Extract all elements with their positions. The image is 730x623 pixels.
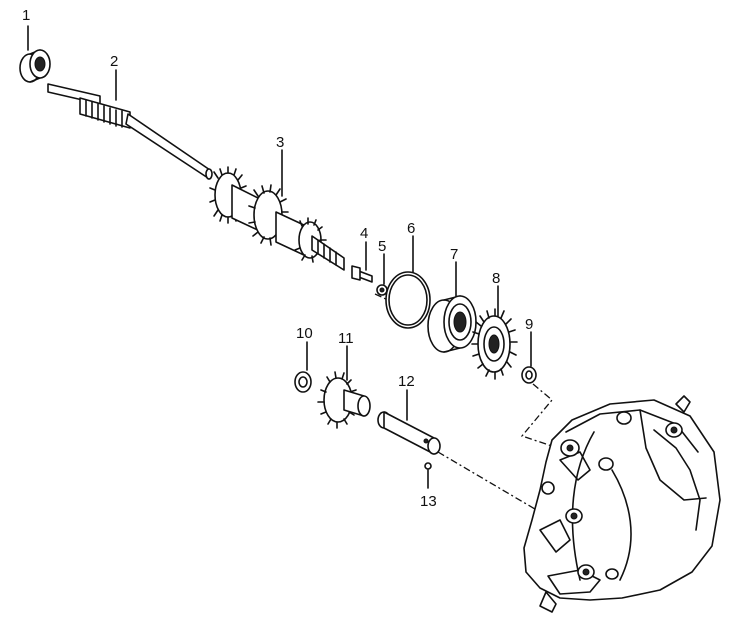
callout-10: 10: [296, 325, 313, 342]
callout-9: 9: [525, 316, 533, 333]
part-9-washer: [521, 331, 537, 384]
callout-7: 7: [450, 246, 458, 263]
callout-12: 12: [398, 373, 415, 390]
callout-5: 5: [378, 238, 386, 255]
part-3-gear-cluster: [209, 149, 345, 271]
part-6-snap-ring: [385, 235, 431, 329]
callout-1: 1: [22, 7, 30, 24]
crankcase-cover: [523, 395, 721, 613]
part-1-needle-bearing: [19, 25, 51, 83]
callout-3: 3: [276, 134, 284, 151]
part-13-pin: [424, 462, 432, 489]
callout-4: 4: [360, 225, 368, 242]
part-7-ball-bearing: [427, 261, 477, 353]
part-12-idle-shaft: [377, 389, 441, 455]
callout-2: 2: [110, 53, 118, 70]
part-5-nut: [376, 253, 388, 296]
part-8-gear: [471, 285, 518, 380]
part-4-bolt: [351, 241, 373, 283]
callout-labels: 1 2 3 4 5 6 7 8 9 10 11 12 13: [22, 7, 533, 510]
callout-6: 6: [407, 220, 415, 237]
part-11-idle-gear: [317, 345, 371, 429]
assembly-lines: [374, 293, 553, 513]
part-2-mainshaft: [47, 69, 213, 180]
part-10-thrust-washer: [294, 341, 312, 393]
callout-13: 13: [420, 493, 437, 510]
callout-8: 8: [492, 270, 500, 287]
callout-11: 11: [338, 330, 354, 347]
